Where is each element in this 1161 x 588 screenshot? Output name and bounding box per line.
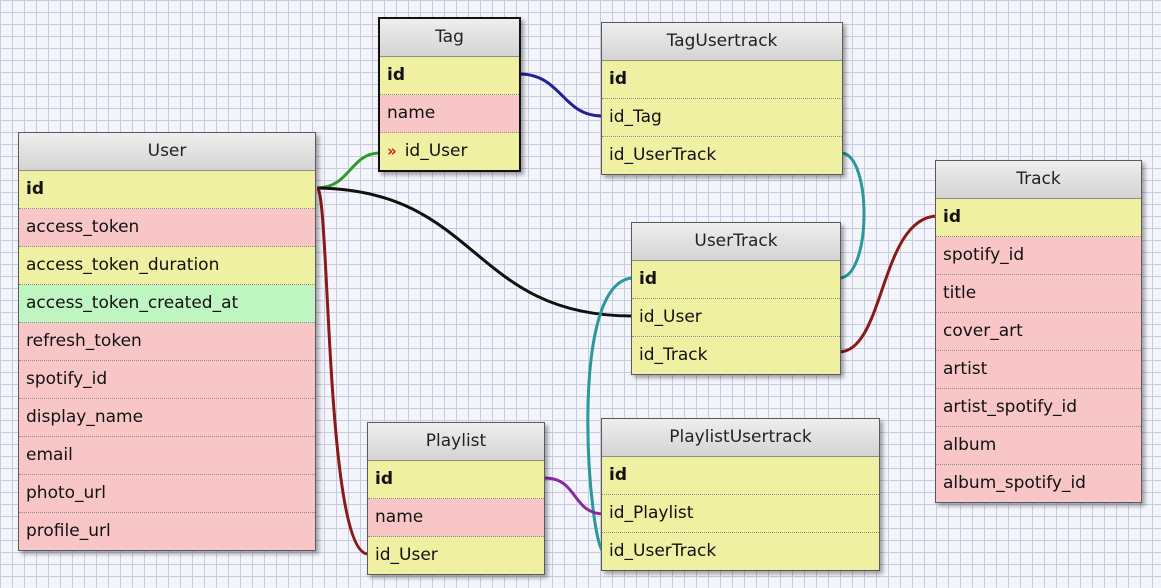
- field-profile-url[interactable]: profile_url: [19, 513, 315, 550]
- field-id-user[interactable]: id_User: [368, 537, 544, 574]
- field-email[interactable]: email: [19, 437, 315, 475]
- link-tag-tagusertrack[interactable]: [518, 72, 603, 118]
- field-label: id_User: [404, 141, 468, 161]
- field-title[interactable]: title: [936, 275, 1141, 313]
- field-id[interactable]: id: [380, 57, 519, 95]
- link-playlist-playlistusertrack[interactable]: [544, 476, 605, 516]
- field-id-playlist[interactable]: id_Playlist: [602, 495, 879, 533]
- field-name[interactable]: name: [368, 499, 544, 537]
- table-title[interactable]: PlaylistUsertrack: [602, 419, 879, 457]
- table-title[interactable]: Playlist: [368, 423, 544, 461]
- link-user-playlist[interactable]: [315, 186, 369, 556]
- table-title[interactable]: Track: [936, 161, 1141, 199]
- field-album-spotify-id[interactable]: album_spotify_id: [936, 465, 1141, 502]
- field-spotify-id[interactable]: spotify_id: [19, 361, 315, 399]
- field-id-user[interactable]: » id_User: [380, 133, 519, 170]
- table-title[interactable]: TagUsertrack: [602, 23, 842, 61]
- table-track[interactable]: Track id spotify_id title cover_art arti…: [935, 160, 1142, 503]
- field-id[interactable]: id: [632, 261, 840, 299]
- table-user[interactable]: User id access_token access_token_durati…: [18, 132, 316, 551]
- field-artist[interactable]: artist: [936, 351, 1141, 389]
- field-id-tag[interactable]: id_Tag: [602, 99, 842, 137]
- link-user-usertrack[interactable]: [316, 186, 633, 318]
- field-id-usertrack[interactable]: id_UserTrack: [602, 137, 842, 174]
- field-name[interactable]: name: [380, 95, 519, 133]
- field-cover-art[interactable]: cover_art: [936, 313, 1141, 351]
- field-display-name[interactable]: display_name: [19, 399, 315, 437]
- field-refresh-token[interactable]: refresh_token: [19, 323, 315, 361]
- field-id-usertrack[interactable]: id_UserTrack: [602, 533, 879, 570]
- table-tagusertrack[interactable]: TagUsertrack id id_Tag id_UserTrack: [601, 22, 843, 175]
- table-playlistusertrack[interactable]: PlaylistUsertrack id id_Playlist id_User…: [601, 418, 880, 571]
- field-access-token[interactable]: access_token: [19, 209, 315, 247]
- link-usertrack-tagusertrack[interactable]: [838, 151, 866, 280]
- field-id[interactable]: id: [368, 461, 544, 499]
- field-album[interactable]: album: [936, 427, 1141, 465]
- table-usertrack[interactable]: UserTrack id id_User id_Track: [631, 222, 841, 375]
- field-access-token-created-at[interactable]: access_token_created_at: [19, 285, 315, 323]
- foreign-key-icon: »: [387, 142, 397, 160]
- table-tag[interactable]: Tag id name » id_User: [378, 17, 521, 172]
- field-id[interactable]: id: [936, 199, 1141, 237]
- link-usertrack-playlistusertrack[interactable]: [586, 276, 635, 554]
- field-id[interactable]: id: [602, 61, 842, 99]
- field-id[interactable]: id: [19, 171, 315, 209]
- table-title[interactable]: UserTrack: [632, 223, 840, 261]
- link-track-usertrack[interactable]: [838, 214, 939, 354]
- field-id-track[interactable]: id_Track: [632, 337, 840, 374]
- field-photo-url[interactable]: photo_url: [19, 475, 315, 513]
- field-access-token-duration[interactable]: access_token_duration: [19, 247, 315, 285]
- field-id-user[interactable]: id_User: [632, 299, 840, 337]
- link-user-tag[interactable]: [316, 151, 381, 190]
- table-title[interactable]: Tag: [380, 19, 519, 57]
- table-title[interactable]: User: [19, 133, 315, 171]
- table-playlist[interactable]: Playlist id name id_User: [367, 422, 545, 575]
- field-artist-spotify-id[interactable]: artist_spotify_id: [936, 389, 1141, 427]
- field-id[interactable]: id: [602, 457, 879, 495]
- field-spotify-id[interactable]: spotify_id: [936, 237, 1141, 275]
